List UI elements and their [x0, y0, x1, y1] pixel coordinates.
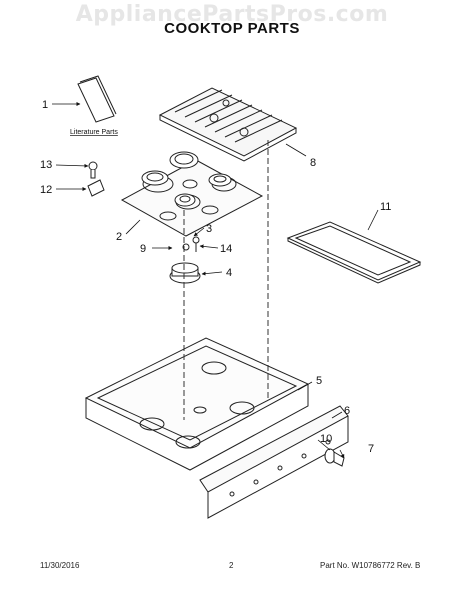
- callout-9: 9: [140, 243, 146, 255]
- callout-6: 6: [344, 405, 350, 417]
- literature-parts-label: Literature Parts: [70, 129, 118, 136]
- literature-parts-illustration: [77, 75, 117, 123]
- callout-12: 12: [40, 184, 52, 196]
- manifold-panel-illustration: [199, 405, 349, 519]
- griddle-illustration: [286, 221, 422, 284]
- callout-7: 7: [368, 443, 374, 455]
- leader-lines: [52, 102, 379, 459]
- callout-3: 3: [206, 223, 212, 235]
- callout-10: 10: [320, 433, 332, 445]
- callout-8: 8: [310, 157, 316, 169]
- knob-illustration: [324, 448, 345, 467]
- callout-2: 2: [116, 231, 122, 243]
- callout-14: 14: [220, 243, 232, 255]
- burner-base-illustration: [169, 236, 201, 284]
- grate-illustration: [158, 87, 298, 162]
- screw-and-bracket-illustration: [87, 161, 105, 197]
- footer-date: 11/30/2016: [40, 561, 80, 570]
- assembly-lines: [183, 140, 269, 420]
- callout-1: 1: [42, 99, 48, 111]
- footer-page: 2: [229, 561, 234, 570]
- callout-11: 11: [380, 201, 391, 213]
- watermark: AppliancePartsPros.com: [75, 2, 389, 27]
- page-title: COOKTOP PARTS: [164, 20, 300, 37]
- callout-5: 5: [316, 375, 322, 387]
- callout-4: 4: [226, 267, 232, 279]
- callout-13: 13: [40, 159, 52, 171]
- footer-part-number: Part No. W10786772 Rev. B: [320, 561, 421, 570]
- main-top-illustration: [84, 337, 310, 471]
- burner-caps-illustration: [141, 151, 232, 207]
